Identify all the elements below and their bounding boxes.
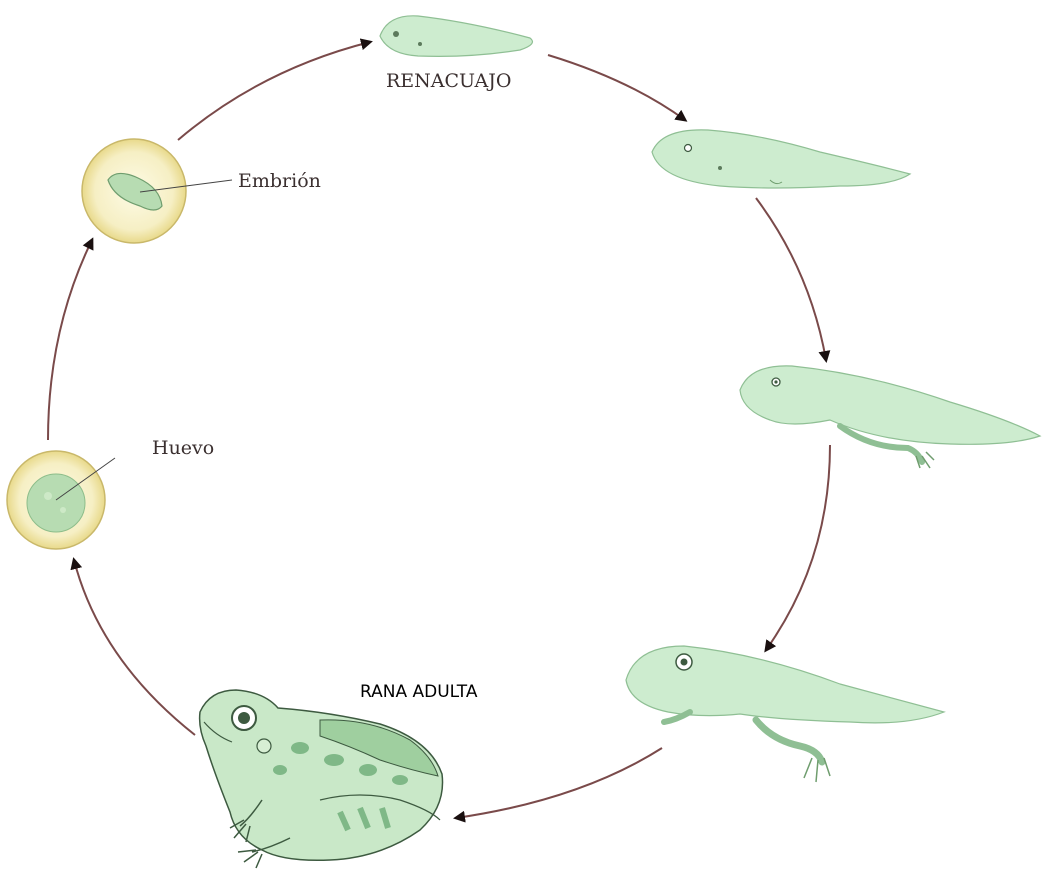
egg-illustration [6, 450, 116, 550]
tadpole-stage-3 [739, 365, 1042, 469]
tadpole-stage-2 [651, 129, 912, 189]
arrow-stage3-to-stage4 [764, 444, 831, 653]
arrow-egg-to-embryo [47, 237, 94, 441]
arrow-stage4-to-adult [453, 747, 663, 823]
embryo-illustration [81, 138, 233, 244]
cycle-arrows [47, 38, 831, 823]
tadpole-stage-1 [379, 15, 533, 57]
arrow-embryo-to-tadpole [177, 38, 373, 141]
arrow-stage2-to-stage3 [755, 197, 831, 363]
label-huevo: Huevo [152, 437, 215, 459]
adult-frog-illustration [198, 689, 444, 869]
label-embrion: Embrión [238, 170, 321, 192]
label-renacuajo: RENACUAJO [386, 70, 512, 92]
tadpole-stage-4 [625, 645, 946, 783]
label-rana-adulta: RANA ADULTA [360, 682, 478, 702]
arrow-tadpole-to-stage2 [547, 54, 688, 122]
arrow-adult-to-egg [70, 557, 196, 736]
